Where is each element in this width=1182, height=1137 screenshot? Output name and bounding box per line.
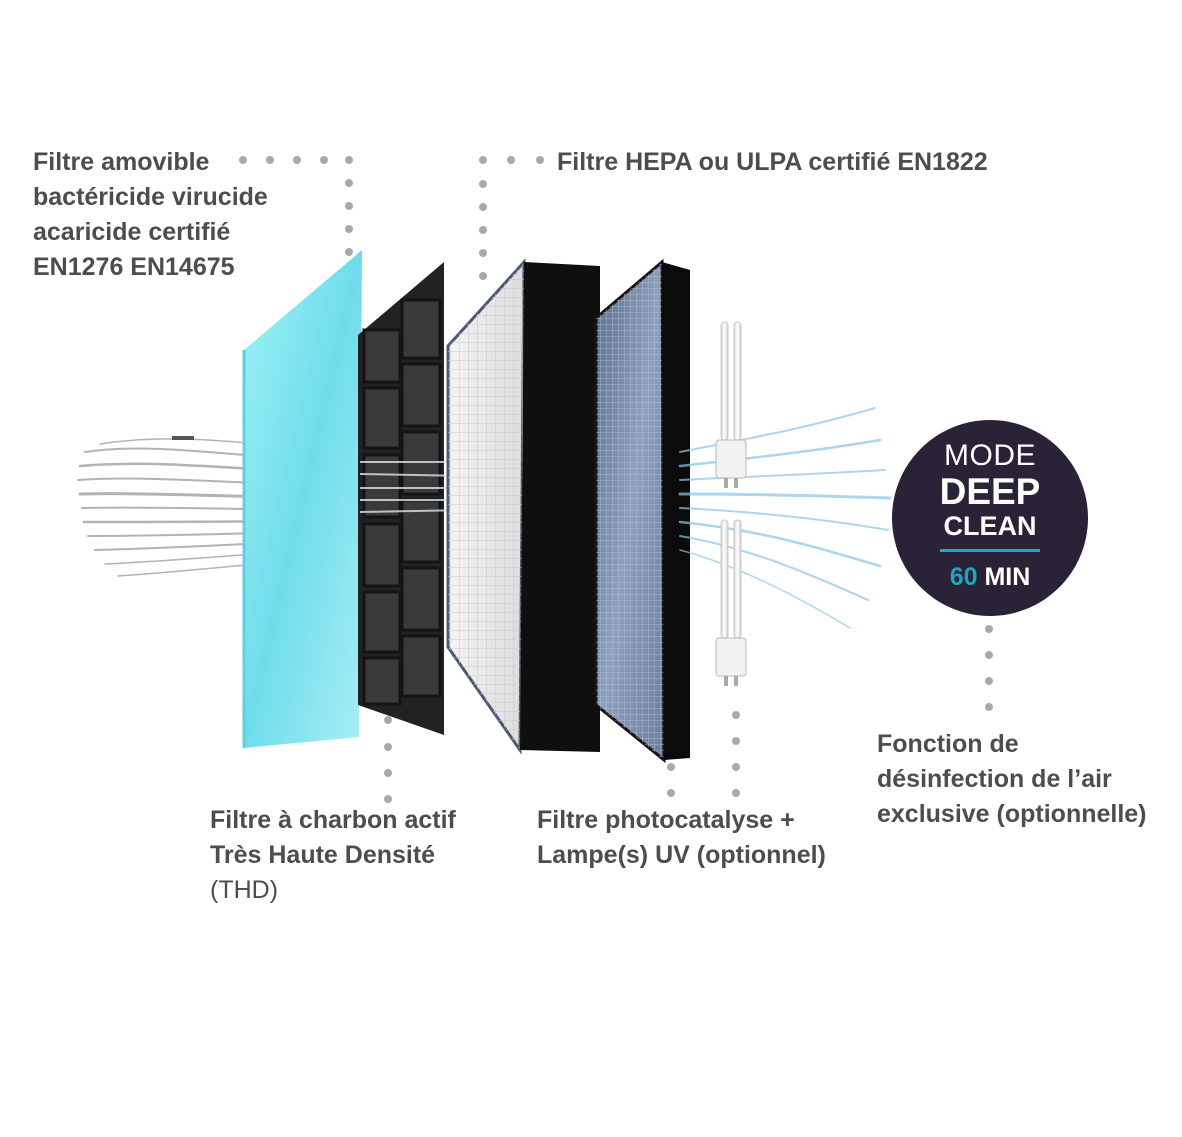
carbon-label-line: (THD) <box>210 876 279 904</box>
photocatalysis-label: Filtre photocatalyse + Lampe(s) UV (opti… <box>537 803 826 873</box>
badge-duration: 60 MIN <box>892 563 1088 591</box>
prefilter-label-line: bactéricide virucide <box>33 183 268 211</box>
uv-lamp-icon <box>715 321 747 488</box>
carbon-filter-panel <box>358 262 444 735</box>
disinfection-label-line: Fonction de <box>877 730 1019 758</box>
carbon-label-line: Filtre à charbon actif <box>210 806 456 834</box>
disinfection-label-line: désinfection de l’air <box>877 765 1112 793</box>
photocatalysis-label-line: Filtre photocatalyse + <box>537 806 795 834</box>
badge-clean-text: CLEAN <box>943 511 1037 541</box>
disinfection-label-line: exclusive (optionnelle) <box>877 800 1147 828</box>
prefilter-label-line: Filtre amovible <box>33 148 210 176</box>
badge-duration-value: 60 <box>949 563 978 591</box>
airflow-out-icon <box>678 407 892 629</box>
photocatalysis-filter-panel <box>594 258 690 764</box>
photocatalysis-label-line: Lampe(s) UV (optionnel) <box>537 841 826 869</box>
leader-dots <box>239 156 993 803</box>
disinfection-label: Fonction de désinfection de l’air exclus… <box>877 727 1147 832</box>
badge-deep-text: DEEP <box>939 471 1041 512</box>
carbon-label-line: Très Haute Densité <box>210 841 436 869</box>
carbon-label: Filtre à charbon actif Très Haute Densit… <box>210 803 456 908</box>
hepa-label-line: Filtre HEPA ou ULPA certifié EN1822 <box>557 148 988 176</box>
prefilter-panel <box>244 250 362 748</box>
prefilter-label-line: EN1276 EN14675 <box>33 253 235 281</box>
deep-clean-badge: MODE DEEP CLEAN 60 MIN <box>892 420 1088 616</box>
prefilter-label: Filtre amovible bactéricide virucide aca… <box>33 145 268 285</box>
badge-duration-unit: MIN <box>984 563 1031 591</box>
badge-divider <box>940 549 1040 552</box>
airflow-marker <box>172 436 194 440</box>
uv-lamp-icon <box>715 519 747 686</box>
badge-mode-text: MODE <box>944 439 1036 472</box>
hepa-filter-panel <box>446 258 600 755</box>
prefilter-label-line: acaricide certifié <box>33 218 231 246</box>
hepa-label: Filtre HEPA ou ULPA certifié EN1822 <box>557 145 988 180</box>
